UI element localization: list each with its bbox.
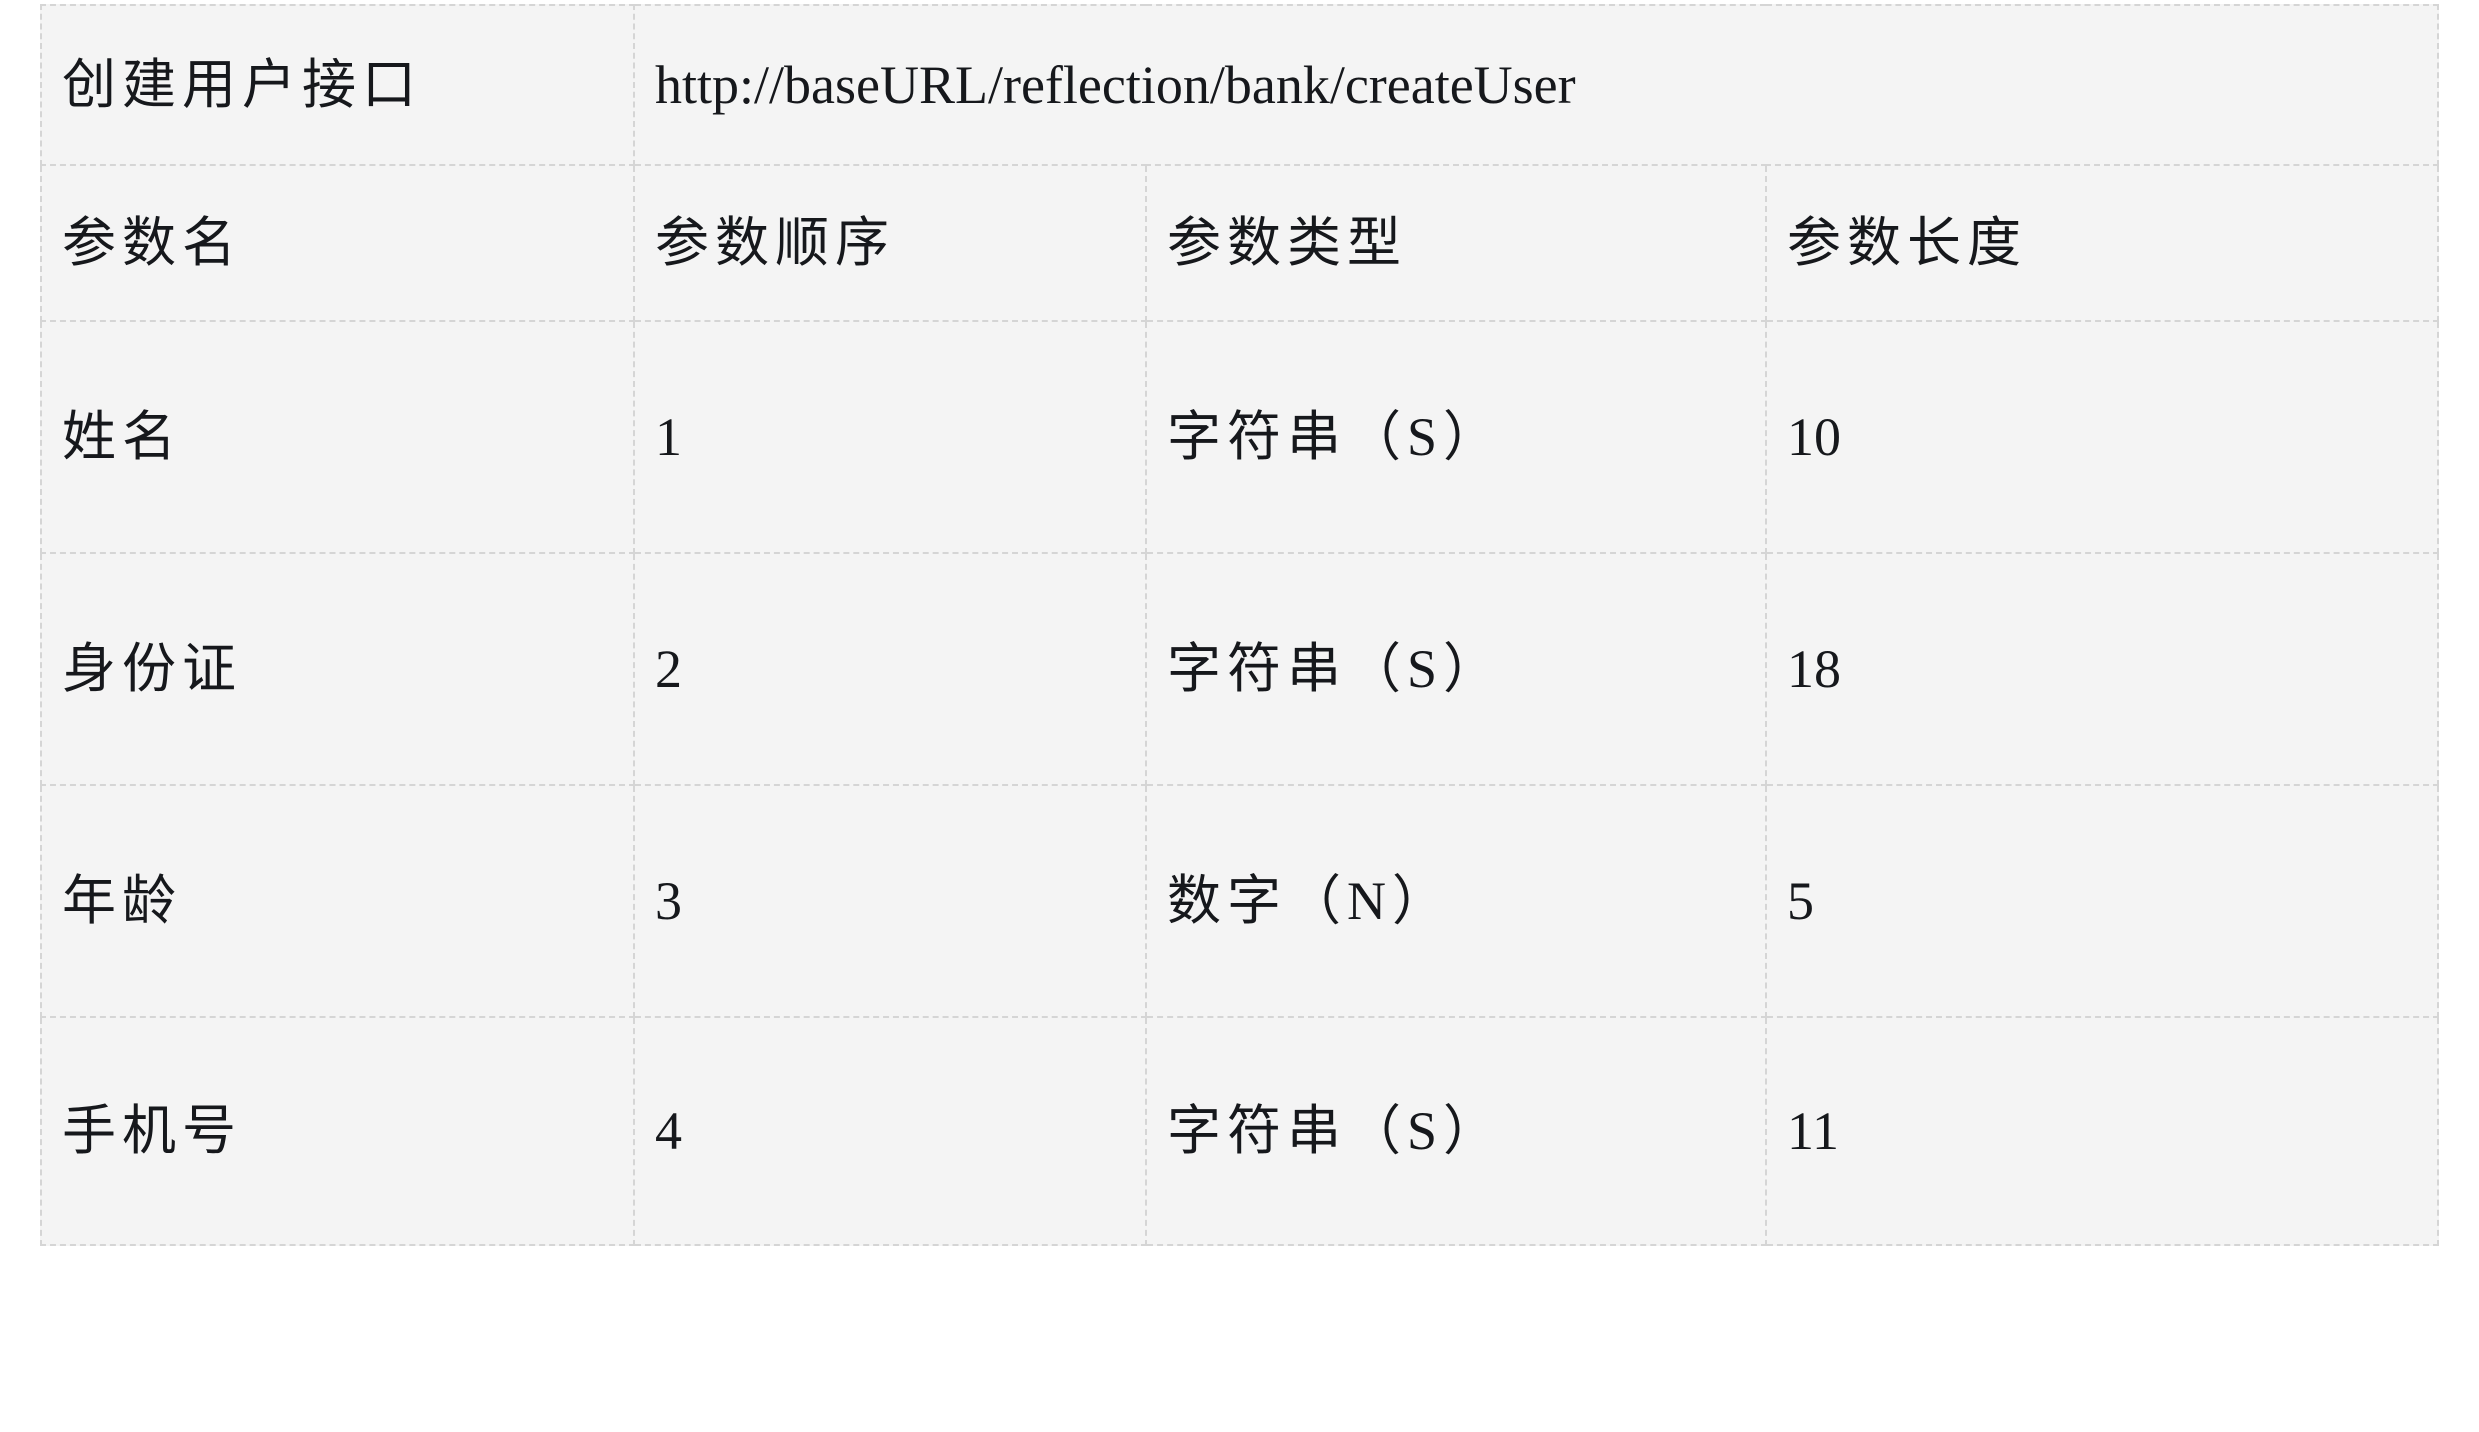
cell-param-type: 字符串（S） xyxy=(1145,552,1767,786)
endpoint-row: 创建用户接口 http://baseURL/reflection/bank/cr… xyxy=(40,4,2440,166)
table-row: 身份证 2 字符串（S） 18 xyxy=(40,552,2440,786)
cell-param-length: 10 xyxy=(1764,320,2440,554)
cell-param-order: 2 xyxy=(633,552,1147,786)
cell-param-type: 字符串（S） xyxy=(1145,320,1767,554)
table-header-row: 参数名 参数顺序 参数类型 参数长度 xyxy=(40,164,2440,322)
cell-param-length: 18 xyxy=(1764,552,2440,786)
cell-param-type: 字符串（S） xyxy=(1145,1016,1767,1246)
cell-param-order: 4 xyxy=(633,1016,1147,1246)
table-row: 年龄 3 数字（N） 5 xyxy=(40,784,2440,1018)
cell-param-order: 1 xyxy=(633,320,1147,554)
column-header-param-name: 参数名 xyxy=(40,164,635,322)
cell-param-name: 年龄 xyxy=(40,784,635,1018)
endpoint-label-cell: 创建用户接口 xyxy=(40,4,635,166)
table-row: 姓名 1 字符串（S） 10 xyxy=(40,320,2440,554)
cell-param-length: 11 xyxy=(1764,1016,2440,1246)
api-parameter-table: 创建用户接口 http://baseURL/reflection/bank/cr… xyxy=(40,4,2440,1246)
cell-param-name: 身份证 xyxy=(40,552,635,786)
table-row: 手机号 4 字符串（S） 11 xyxy=(40,1016,2440,1246)
cell-param-name: 手机号 xyxy=(40,1016,635,1246)
column-header-param-type: 参数类型 xyxy=(1145,164,1767,322)
column-header-param-length: 参数长度 xyxy=(1764,164,2440,322)
cell-param-order: 3 xyxy=(633,784,1147,1018)
endpoint-url-cell: http://baseURL/reflection/bank/createUse… xyxy=(632,4,2440,166)
cell-param-name: 姓名 xyxy=(40,320,635,554)
column-header-param-order: 参数顺序 xyxy=(633,164,1147,322)
cell-param-type: 数字（N） xyxy=(1145,784,1767,1018)
cell-param-length: 5 xyxy=(1764,784,2440,1018)
